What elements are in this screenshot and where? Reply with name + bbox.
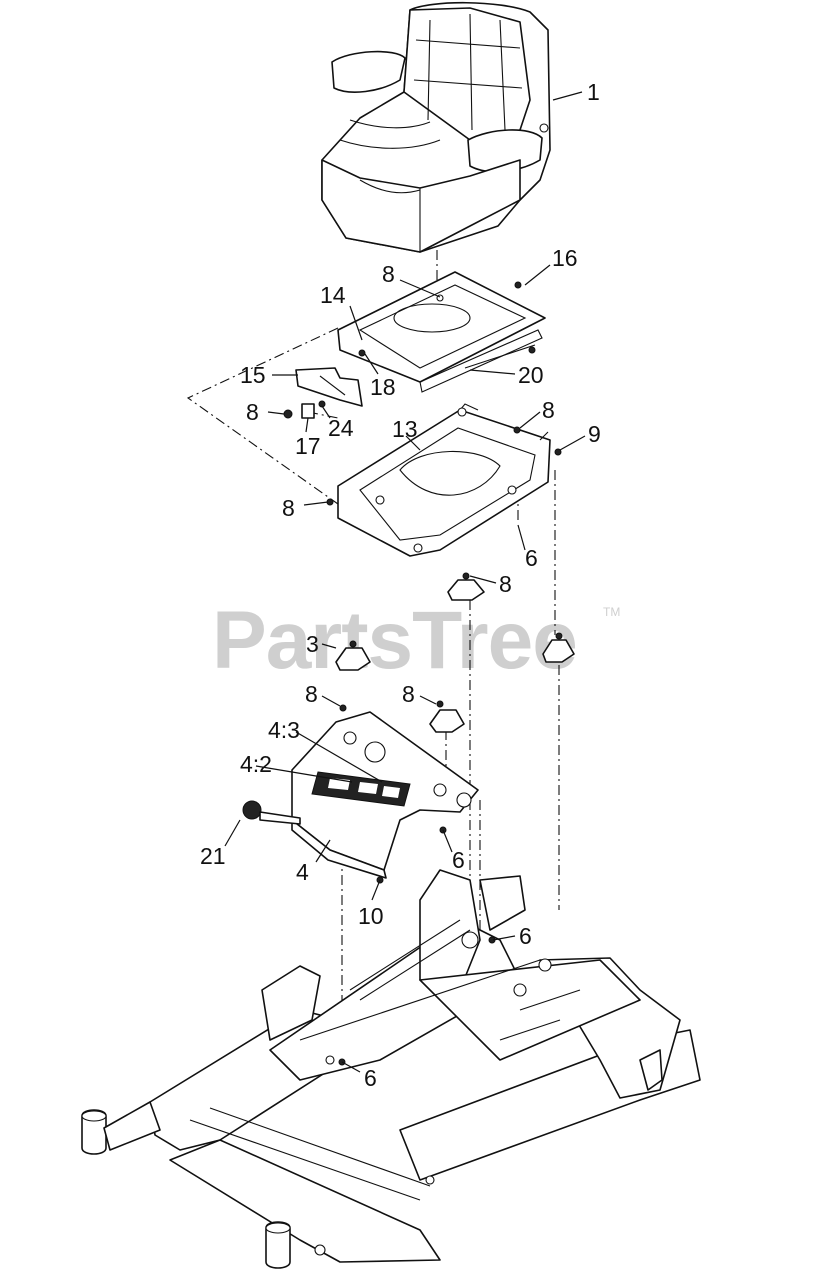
callout-6: 6 (364, 1065, 377, 1091)
callout-8: 8 (246, 399, 259, 425)
callout-1: 1 (587, 79, 600, 105)
callout-8: 8 (382, 261, 395, 287)
callout-6: 6 (519, 923, 532, 949)
callouts: 1 16 8 14 15 18 20 8 24 17 8 9 13 8 6 8 … (200, 79, 601, 1091)
callout-4-3: 4:3 (268, 717, 300, 743)
watermark: PartsTree TM (212, 595, 620, 686)
callout-24: 24 (328, 415, 354, 441)
isolator-mounts (335, 572, 575, 733)
spring-hardware (283, 400, 326, 419)
seat-base-plate (326, 403, 562, 557)
watermark-trademark: TM (603, 605, 620, 619)
callout-16: 16 (552, 245, 578, 271)
decal-panel (311, 771, 411, 807)
ignition-key (242, 800, 301, 825)
watermark-text: PartsTree (212, 595, 577, 686)
callout-4-2: 4:2 (240, 751, 272, 777)
callout-6: 6 (452, 847, 465, 873)
callout-6: 6 (525, 545, 538, 571)
callout-17: 17 (295, 433, 321, 459)
callout-18: 18 (370, 374, 396, 400)
control-panel (291, 711, 479, 884)
callout-15: 15 (240, 362, 266, 388)
leader-lines (224, 91, 586, 1073)
callout-20: 20 (518, 362, 544, 388)
seat-assembly (321, 1, 551, 253)
callout-8: 8 (282, 495, 295, 521)
callout-10: 10 (358, 903, 384, 929)
latch-plate (295, 367, 363, 407)
chassis-frame (81, 869, 701, 1269)
callout-8: 8 (402, 681, 415, 707)
callout-13: 13 (392, 416, 418, 442)
callout-21: 21 (200, 843, 226, 869)
callout-4: 4 (296, 859, 309, 885)
callout-8: 8 (542, 397, 555, 423)
seat-slide-plate (337, 271, 546, 393)
callout-3: 3 (306, 631, 319, 657)
callout-14: 14 (320, 282, 346, 308)
callout-9: 9 (588, 421, 601, 447)
callout-8: 8 (305, 681, 318, 707)
callout-8: 8 (499, 571, 512, 597)
